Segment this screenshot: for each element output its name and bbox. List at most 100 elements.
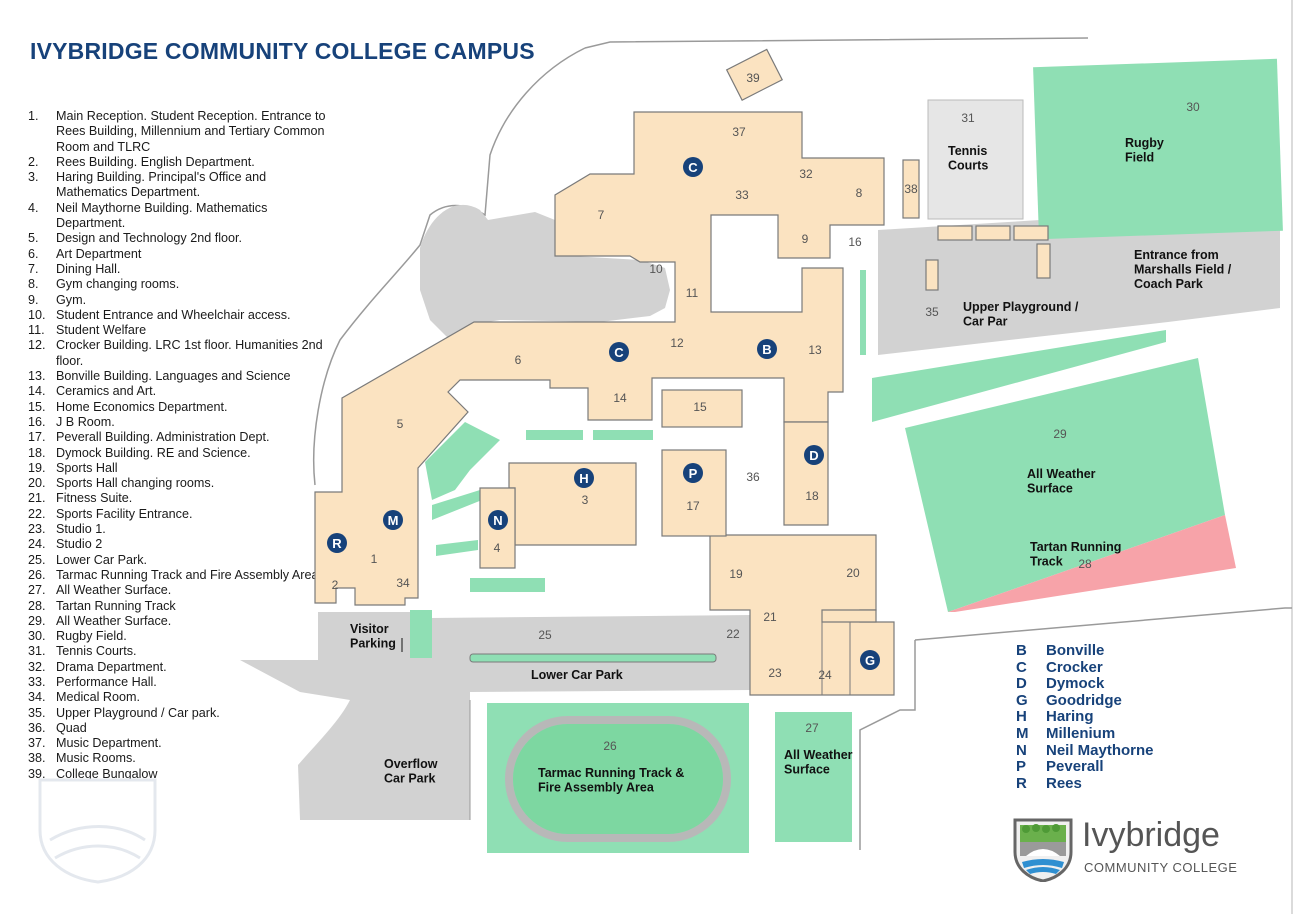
legend-item-text: Dymock Building. RE and Science. — [56, 445, 251, 460]
legend-item-number: 36. — [28, 720, 46, 735]
key-building-name: Haring — [1046, 708, 1094, 726]
building-number-30: 30 — [1186, 100, 1200, 114]
building-number-38: 38 — [904, 182, 918, 196]
legend-item-number: 25. — [28, 552, 46, 567]
legend-item: 18.Dymock Building. RE and Science. — [28, 446, 328, 461]
key-item: P Peverall — [1016, 759, 1154, 776]
building-number-13: 13 — [808, 343, 822, 357]
haring-marker: H — [574, 468, 594, 488]
legend-item-number: 8. — [28, 277, 39, 292]
legend-item: 24.Studio 2 — [28, 537, 328, 552]
legend-item: 25. Lower Car Park. — [28, 553, 328, 568]
dymock-marker: D — [804, 445, 824, 465]
legend-item: 3.Haring Building. Principal's Office an… — [28, 170, 328, 201]
logo-name: Ivybridge — [1082, 816, 1220, 854]
legend-item-number: 17. — [28, 430, 46, 445]
key-building-name: Bonville — [1046, 642, 1105, 659]
building-number-1: 1 — [371, 552, 378, 566]
building-number-3: 3 — [582, 493, 589, 507]
legend-item-text: Peverall Building. Administration Dept. — [56, 430, 270, 445]
building-number-29: 29 — [1053, 427, 1067, 441]
key-building-name: Dymock — [1046, 675, 1105, 693]
buildings — [314, 48, 1051, 696]
legend-item-number: 14. — [28, 384, 46, 399]
legend-item-number: 26. — [28, 567, 46, 582]
building-legend: 1.Main Reception. Student Reception. Ent… — [28, 109, 328, 782]
legend-item-text: Neil Maythorne Building. Mathematics Dep… — [56, 200, 268, 231]
legend-item-text: Bonville Building. Languages and Science — [56, 369, 291, 384]
svg-text:C: C — [688, 160, 698, 175]
legend-item-text: College Bungalow — [56, 766, 158, 781]
legend-item: 27.All Weather Surface. — [28, 583, 328, 598]
legend-item-number: 22. — [28, 506, 46, 521]
legend-item-number: 33. — [28, 674, 46, 689]
legend-item: 22. Sports Facility Entrance. — [28, 507, 328, 522]
svg-text:D: D — [809, 448, 818, 463]
legend-item-text: Home Economics Department. — [56, 399, 228, 414]
legend-item-number: 39. — [28, 766, 46, 781]
legend-item-text: Tartan Running Track — [56, 598, 176, 613]
building-number-33: 33 — [735, 188, 749, 202]
building-number-8: 8 — [856, 186, 863, 200]
legend-item-number: 9. — [28, 292, 39, 307]
legend-item-number: 11. — [28, 323, 45, 338]
legend-item: 39. College Bungalow — [28, 767, 328, 782]
legend-item-text: Gym. — [56, 292, 87, 307]
legend-item-number: 19. — [28, 460, 46, 475]
legend-item: 11.Student Welfare — [28, 323, 328, 338]
legend-item-text: Lower Car Park. — [56, 552, 147, 567]
legend-item-text: Rugby Field. — [56, 629, 127, 644]
legend-item-number: 2. — [28, 154, 39, 169]
legend-item-text: Gym changing rooms. — [56, 277, 180, 292]
building-number-15: 15 — [693, 400, 707, 414]
building-number-10: 10 — [649, 262, 663, 276]
legend-item-text: Tarmac Running Track and Fire Assembly A… — [56, 567, 322, 582]
svg-text:B: B — [762, 342, 771, 357]
legend-item-text: Music Rooms. — [56, 751, 136, 766]
legend-item-number: 37. — [28, 736, 46, 751]
legend-item: 14.Ceramics and Art. — [28, 384, 328, 399]
key-letter: G — [1016, 691, 1028, 709]
building-number-19: 19 — [729, 567, 743, 581]
building-number-39: 39 — [746, 71, 760, 85]
legend-item: 38.Music Rooms. — [28, 751, 328, 766]
rees-marker: R — [327, 533, 347, 553]
key-letter: P — [1016, 758, 1027, 776]
legend-item-number: 6. — [28, 246, 39, 261]
crocker-marker-top: C — [683, 157, 703, 177]
building-number-18: 18 — [805, 489, 819, 503]
legend-item-text: Studio 1. — [56, 522, 106, 537]
key-letter: R — [1016, 774, 1027, 792]
svg-text:M: M — [388, 513, 399, 528]
lower-car-park-label: Lower Car Park — [531, 668, 623, 682]
legend-item-number: 16. — [28, 414, 46, 429]
key-building-name: Rees — [1046, 774, 1082, 792]
legend-item: 32.Drama Department. — [28, 660, 328, 675]
legend-item-text: Upper Playground / Car park. — [56, 705, 220, 720]
legend-item: 19.Sports Hall — [28, 461, 328, 476]
legend-item-text: Haring Building. Principal's Office and … — [56, 170, 267, 200]
legend-item-text: Sports Facility Entrance. — [56, 506, 193, 521]
legend-item: 17. Peverall Building. Administration Dep… — [28, 430, 328, 445]
key-building-name: Peverall — [1046, 758, 1104, 776]
building-markers: C C B D H P N M R G — [327, 157, 880, 670]
legend-item: 12.Crocker Building. LRC 1st floor. Huma… — [28, 338, 328, 369]
boundary-outline — [312, 37, 1089, 486]
legend-item-number: 7. — [28, 261, 39, 276]
legend-item: 21.Fitness Suite. — [28, 491, 328, 506]
legend-item-text: Student Entrance and Wheelchair access. — [56, 307, 291, 322]
legend-item-text: Crocker Building. LRC 1st floor. Humanit… — [56, 338, 323, 368]
goodridge-marker: G — [860, 650, 880, 670]
legend-item-number: 31. — [28, 644, 46, 659]
building-number-34: 34 — [396, 576, 410, 590]
legend-item: 36.Quad — [28, 721, 328, 736]
tarmac-track-label: Tarmac Running Track &Fire Assembly Area — [538, 766, 684, 795]
